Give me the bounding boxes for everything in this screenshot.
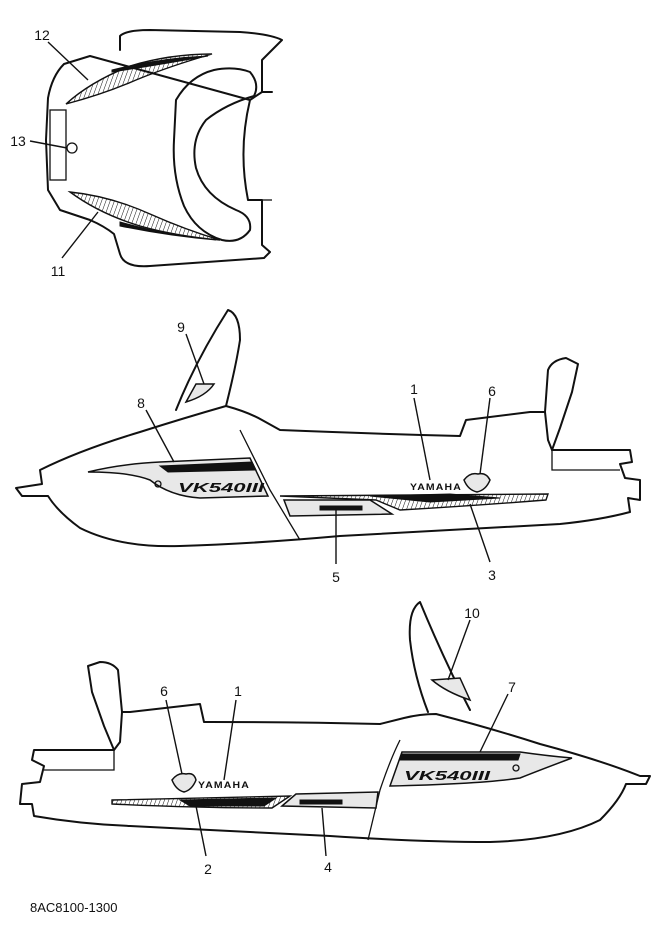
leader-8 xyxy=(145,409,175,463)
callout-10: 10 xyxy=(464,605,480,621)
brand-decal-left: YAMAHA xyxy=(410,482,462,492)
callout-12: 12 xyxy=(34,27,50,43)
leader-2 xyxy=(195,805,207,857)
leader-6 xyxy=(479,397,491,475)
side-view-left: VK540III YAMAHA xyxy=(15,309,641,548)
leader-10 xyxy=(447,619,471,681)
callout-13: 13 xyxy=(10,133,26,149)
top-view-hood xyxy=(45,29,283,268)
callout-8: 8 xyxy=(137,395,145,411)
callout-1b: 1 xyxy=(234,683,242,699)
callout-9: 9 xyxy=(177,319,185,335)
diagram-code: 8AC8100-1300 xyxy=(30,900,117,915)
leader-4 xyxy=(321,807,327,857)
callout-4: 4 xyxy=(324,859,332,875)
leader-7 xyxy=(479,693,509,753)
model-decal-left: VK540III xyxy=(178,480,265,495)
decal-10 xyxy=(430,677,472,702)
leader-11 xyxy=(61,211,99,259)
callout-6: 6 xyxy=(488,383,496,399)
callout-6b: 6 xyxy=(160,683,168,699)
callout-5: 5 xyxy=(332,569,340,585)
leader-1b xyxy=(223,699,237,781)
model-decal-right: VK540III xyxy=(404,768,491,783)
leader-1 xyxy=(413,397,431,481)
leader-13 xyxy=(29,140,68,149)
callout-7: 7 xyxy=(508,679,516,695)
leader-12 xyxy=(47,41,89,81)
decal-11 xyxy=(67,191,221,241)
brand-decal-right: YAMAHA xyxy=(198,780,250,790)
callout-1: 1 xyxy=(410,381,418,397)
callout-3: 3 xyxy=(488,567,496,583)
decal-12 xyxy=(65,53,213,105)
emblem-6 xyxy=(463,472,491,493)
emblem-6-right xyxy=(171,772,197,793)
callout-11: 11 xyxy=(51,263,66,279)
leader-6b xyxy=(165,699,183,775)
decal-9 xyxy=(184,383,216,404)
leader-9 xyxy=(185,333,205,385)
headlight-emblem xyxy=(66,142,78,154)
callout-2: 2 xyxy=(204,861,212,877)
side-view-right: VK540III YAMAHA xyxy=(19,601,651,843)
leader-3 xyxy=(469,503,491,563)
